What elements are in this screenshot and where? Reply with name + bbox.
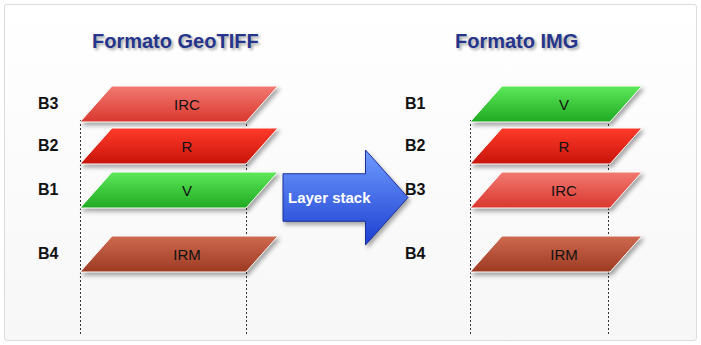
shape-fill (470, 236, 642, 272)
shape-fill (283, 150, 408, 245)
band-name: R (182, 138, 193, 155)
shape-fill (470, 128, 642, 164)
shape-fill (80, 172, 278, 208)
band-number: B2 (38, 137, 58, 155)
shape-fill (80, 128, 278, 164)
shape-fill (80, 236, 278, 272)
shape-fill (80, 86, 278, 122)
band-name: IRM (550, 246, 578, 263)
band-number: B3 (38, 95, 58, 113)
band-layer: B4 IRM (38, 236, 278, 272)
band-name: IRM (173, 246, 201, 263)
band-number: B2 (405, 137, 425, 155)
format-heading: Formato IMG (455, 30, 578, 53)
band-layer: B1 V (405, 86, 642, 122)
band-number: B1 (405, 95, 425, 113)
layer-stack-arrow: Layer stack (283, 150, 408, 245)
band-layer: B2 R (405, 128, 642, 164)
band-layer: B2 R (38, 128, 278, 164)
shape-fill (470, 86, 642, 122)
band-name: R (559, 138, 570, 155)
layer-plane (470, 86, 642, 122)
band-layer: B4 IRM (405, 236, 642, 272)
shape-fill (470, 172, 642, 208)
band-name: IRC (551, 182, 577, 199)
layer-plane (80, 128, 278, 164)
arrow-label: Layer stack (288, 189, 371, 206)
band-number: B4 (405, 245, 425, 263)
band-name: V (559, 96, 569, 113)
band-number: B1 (38, 181, 58, 199)
band-number: B3 (405, 181, 425, 199)
layer-plane (80, 172, 278, 208)
band-name: V (182, 182, 192, 199)
band-name: IRC (174, 96, 200, 113)
layer-plane (470, 128, 642, 164)
band-layer: B1 V (38, 172, 278, 208)
format-heading: Formato GeoTIFF (92, 30, 259, 53)
band-layer: B3 IRC (405, 172, 642, 208)
band-number: B4 (38, 245, 58, 263)
band-layer: B3 IRC (38, 86, 278, 122)
